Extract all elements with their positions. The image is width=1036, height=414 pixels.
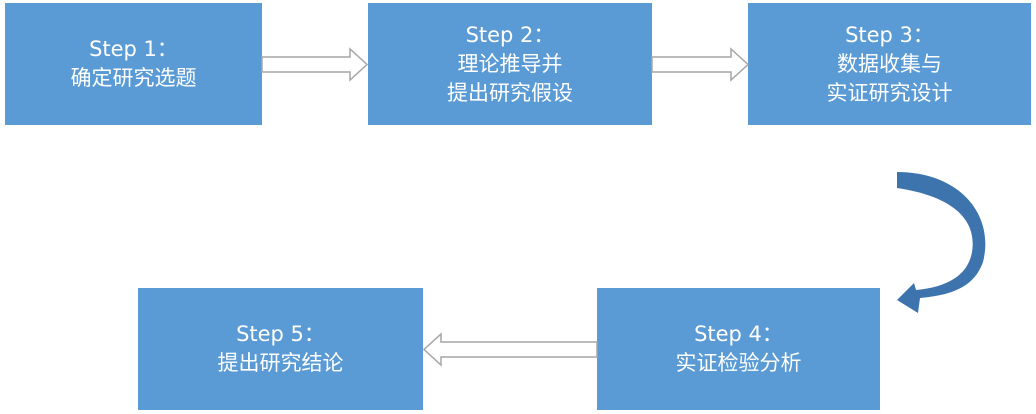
step-1-line-1: 确定研究选题 bbox=[70, 66, 197, 90]
arrow-step2-to-step3-icon bbox=[651, 47, 750, 82]
step-4-title: Step 4： bbox=[694, 322, 783, 346]
step-2-line-2: 提出研究假设 bbox=[447, 80, 573, 105]
step-3-line-2: 实证研究设计 bbox=[826, 80, 953, 105]
step-2-box: Step 2： 理论推导并 提出研究假设 bbox=[368, 3, 652, 125]
step-2-title: Step 2： bbox=[465, 22, 555, 47]
step-5-box: Step 5： 提出研究结论 bbox=[138, 288, 423, 410]
arrow-step4-to-step5-icon bbox=[422, 332, 598, 367]
step-5-line-1: 提出研究结论 bbox=[217, 351, 344, 375]
step-4-line-1: 实证检验分析 bbox=[675, 351, 802, 375]
step-3-line-1: 数据收集与 bbox=[837, 51, 942, 76]
step-2-line-1: 理论推导并 bbox=[457, 51, 563, 76]
step-4-box: Step 4： 实证检验分析 bbox=[597, 288, 880, 410]
step-1-box: Step 1： 确定研究选题 bbox=[5, 3, 262, 125]
curved-arrow-step3-to-step4-icon bbox=[897, 172, 986, 313]
arrow-step1-to-step2-icon bbox=[261, 47, 369, 82]
step-3-box: Step 3： 数据收集与 实证研究设计 bbox=[748, 3, 1031, 125]
step-3-title: Step 3： bbox=[845, 22, 934, 47]
step-1-title: Step 1： bbox=[89, 37, 178, 61]
step-5-title: Step 5： bbox=[236, 322, 325, 346]
